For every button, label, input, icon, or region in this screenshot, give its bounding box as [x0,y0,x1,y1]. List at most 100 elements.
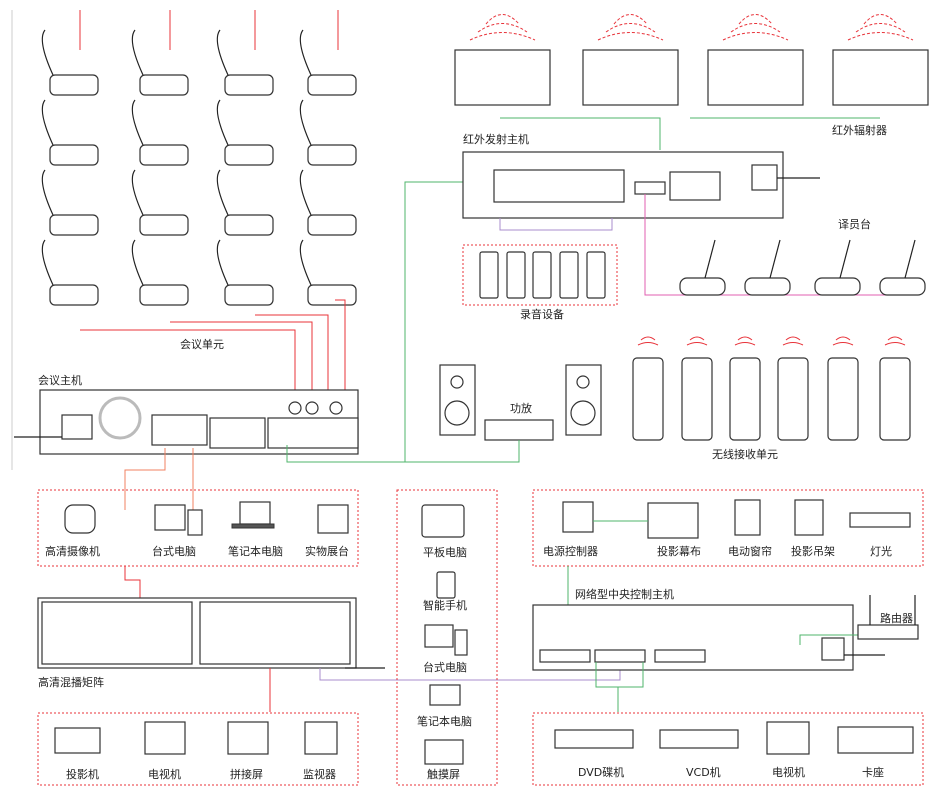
conference-unit [224,284,274,306]
conference-host [14,389,359,455]
ir-signal-icon [863,14,898,25]
wireless-signal-icon [785,336,801,341]
router [857,595,919,640]
speakers [439,364,602,436]
mic-icon [904,239,916,279]
interpreter-label: 译员台 [838,217,871,231]
wireless-receiver [827,357,859,441]
source-label: 高清摄像机 [45,544,100,558]
recording-label: 录音设备 [520,307,564,321]
gooseneck-mic-icon [216,99,229,146]
conference-unit [139,74,189,96]
gooseneck-mic-icon [299,99,312,146]
ir-radiator [454,49,551,106]
controlled-label: 电源控制器 [543,544,598,558]
interpreter-units [679,239,926,296]
conference-unit [49,144,99,166]
wireless-receiver [729,357,761,441]
output-label: 监视器 [303,767,336,781]
conference-unit [49,74,99,96]
conference-unit [49,214,99,236]
ir-line [500,117,661,150]
ir-radiator-label: 红外辐射器 [832,123,887,137]
controlled-label: 灯光 [870,544,892,558]
terminals-group [396,489,498,786]
amplifier [484,419,554,441]
conference-unit [307,214,357,236]
output-label: 拼接屏 [230,767,263,781]
ir-signal-icon [605,23,656,33]
interpreter-unit [744,277,791,296]
gooseneck-mic-icon [41,169,54,216]
interpreter-unit [879,277,926,296]
wireless-signal-icon [686,342,708,346]
ir-radiator [582,49,679,106]
output-icons [54,721,338,755]
mic-icon [769,239,781,279]
source-label: 台式电脑 [152,544,196,558]
ir-signal-icon [730,23,781,33]
conference-unit-label: 会议单元 [180,338,224,351]
wireless-signal-icon [737,336,753,341]
wireless-signal-icon [637,342,659,346]
recorder-icon [532,251,552,299]
controlled-label: 投影吊架 [791,544,835,558]
conference-unit [224,214,274,236]
central-control-label: 网络型中央控制主机 [575,587,674,601]
mic-icon [839,239,851,279]
gooseneck-mic-icon [216,239,229,286]
gooseneck-mic-icon [41,99,54,146]
interpreter-line [644,194,700,296]
conference-unit [307,144,357,166]
terminal-icons [421,504,468,765]
control-line [595,662,644,688]
wireless-signal-icon [689,336,705,341]
gooseneck-mic-icon [131,29,144,76]
wireless-signal-icon [640,336,656,341]
control-line [319,668,621,681]
conference-unit [139,144,189,166]
ir-signal-icon [722,32,789,41]
gooseneck-mic-icon [299,239,312,286]
source-icons [64,501,349,536]
source-label: 笔记本电脑 [228,544,283,558]
controlled-icons [562,499,911,539]
ir-radiators [454,14,929,106]
conference-unit [139,284,189,306]
ir-signal-icon [738,14,773,25]
ir-signal-icon [485,14,520,25]
source-label: 实物展台 [305,544,349,558]
ir-radiator [832,49,929,106]
conference-unit [307,284,357,306]
conference-unit [49,284,99,306]
gooseneck-mic-icon [131,99,144,146]
av-source-label: VCD机 [686,765,721,779]
recorder-icon [479,251,499,299]
amplifier-label: 功放 [510,401,532,415]
wireless-receiver [681,357,713,441]
recorder-icon [559,251,579,299]
wireless-signal-icon [734,342,756,346]
matrix-label: 高清混播矩阵 [38,675,104,689]
controlled-label: 投影幕布 [657,544,701,558]
wireless-signal-icon [887,336,903,341]
recorder-icon [586,251,606,299]
matrix-input-line [124,566,141,598]
interpreter-unit [814,277,861,296]
terminal-label: 触摸屏 [427,767,460,781]
wireless-receiver [632,357,664,441]
sources-group [37,489,359,567]
av-sources-group [532,712,924,786]
wireless-receivers [632,336,911,441]
recording-group [462,244,618,306]
gooseneck-mic-icon [216,169,229,216]
hd-matrix [37,597,357,669]
av-source-icons [554,721,914,755]
terminal-label: 平板电脑 [423,545,467,559]
network-line [799,634,870,645]
ir-signal-icon [847,32,914,41]
router-label: 路由器 [880,611,913,625]
gooseneck-mic-icon [131,169,144,216]
ir-signal-icon [855,23,906,33]
